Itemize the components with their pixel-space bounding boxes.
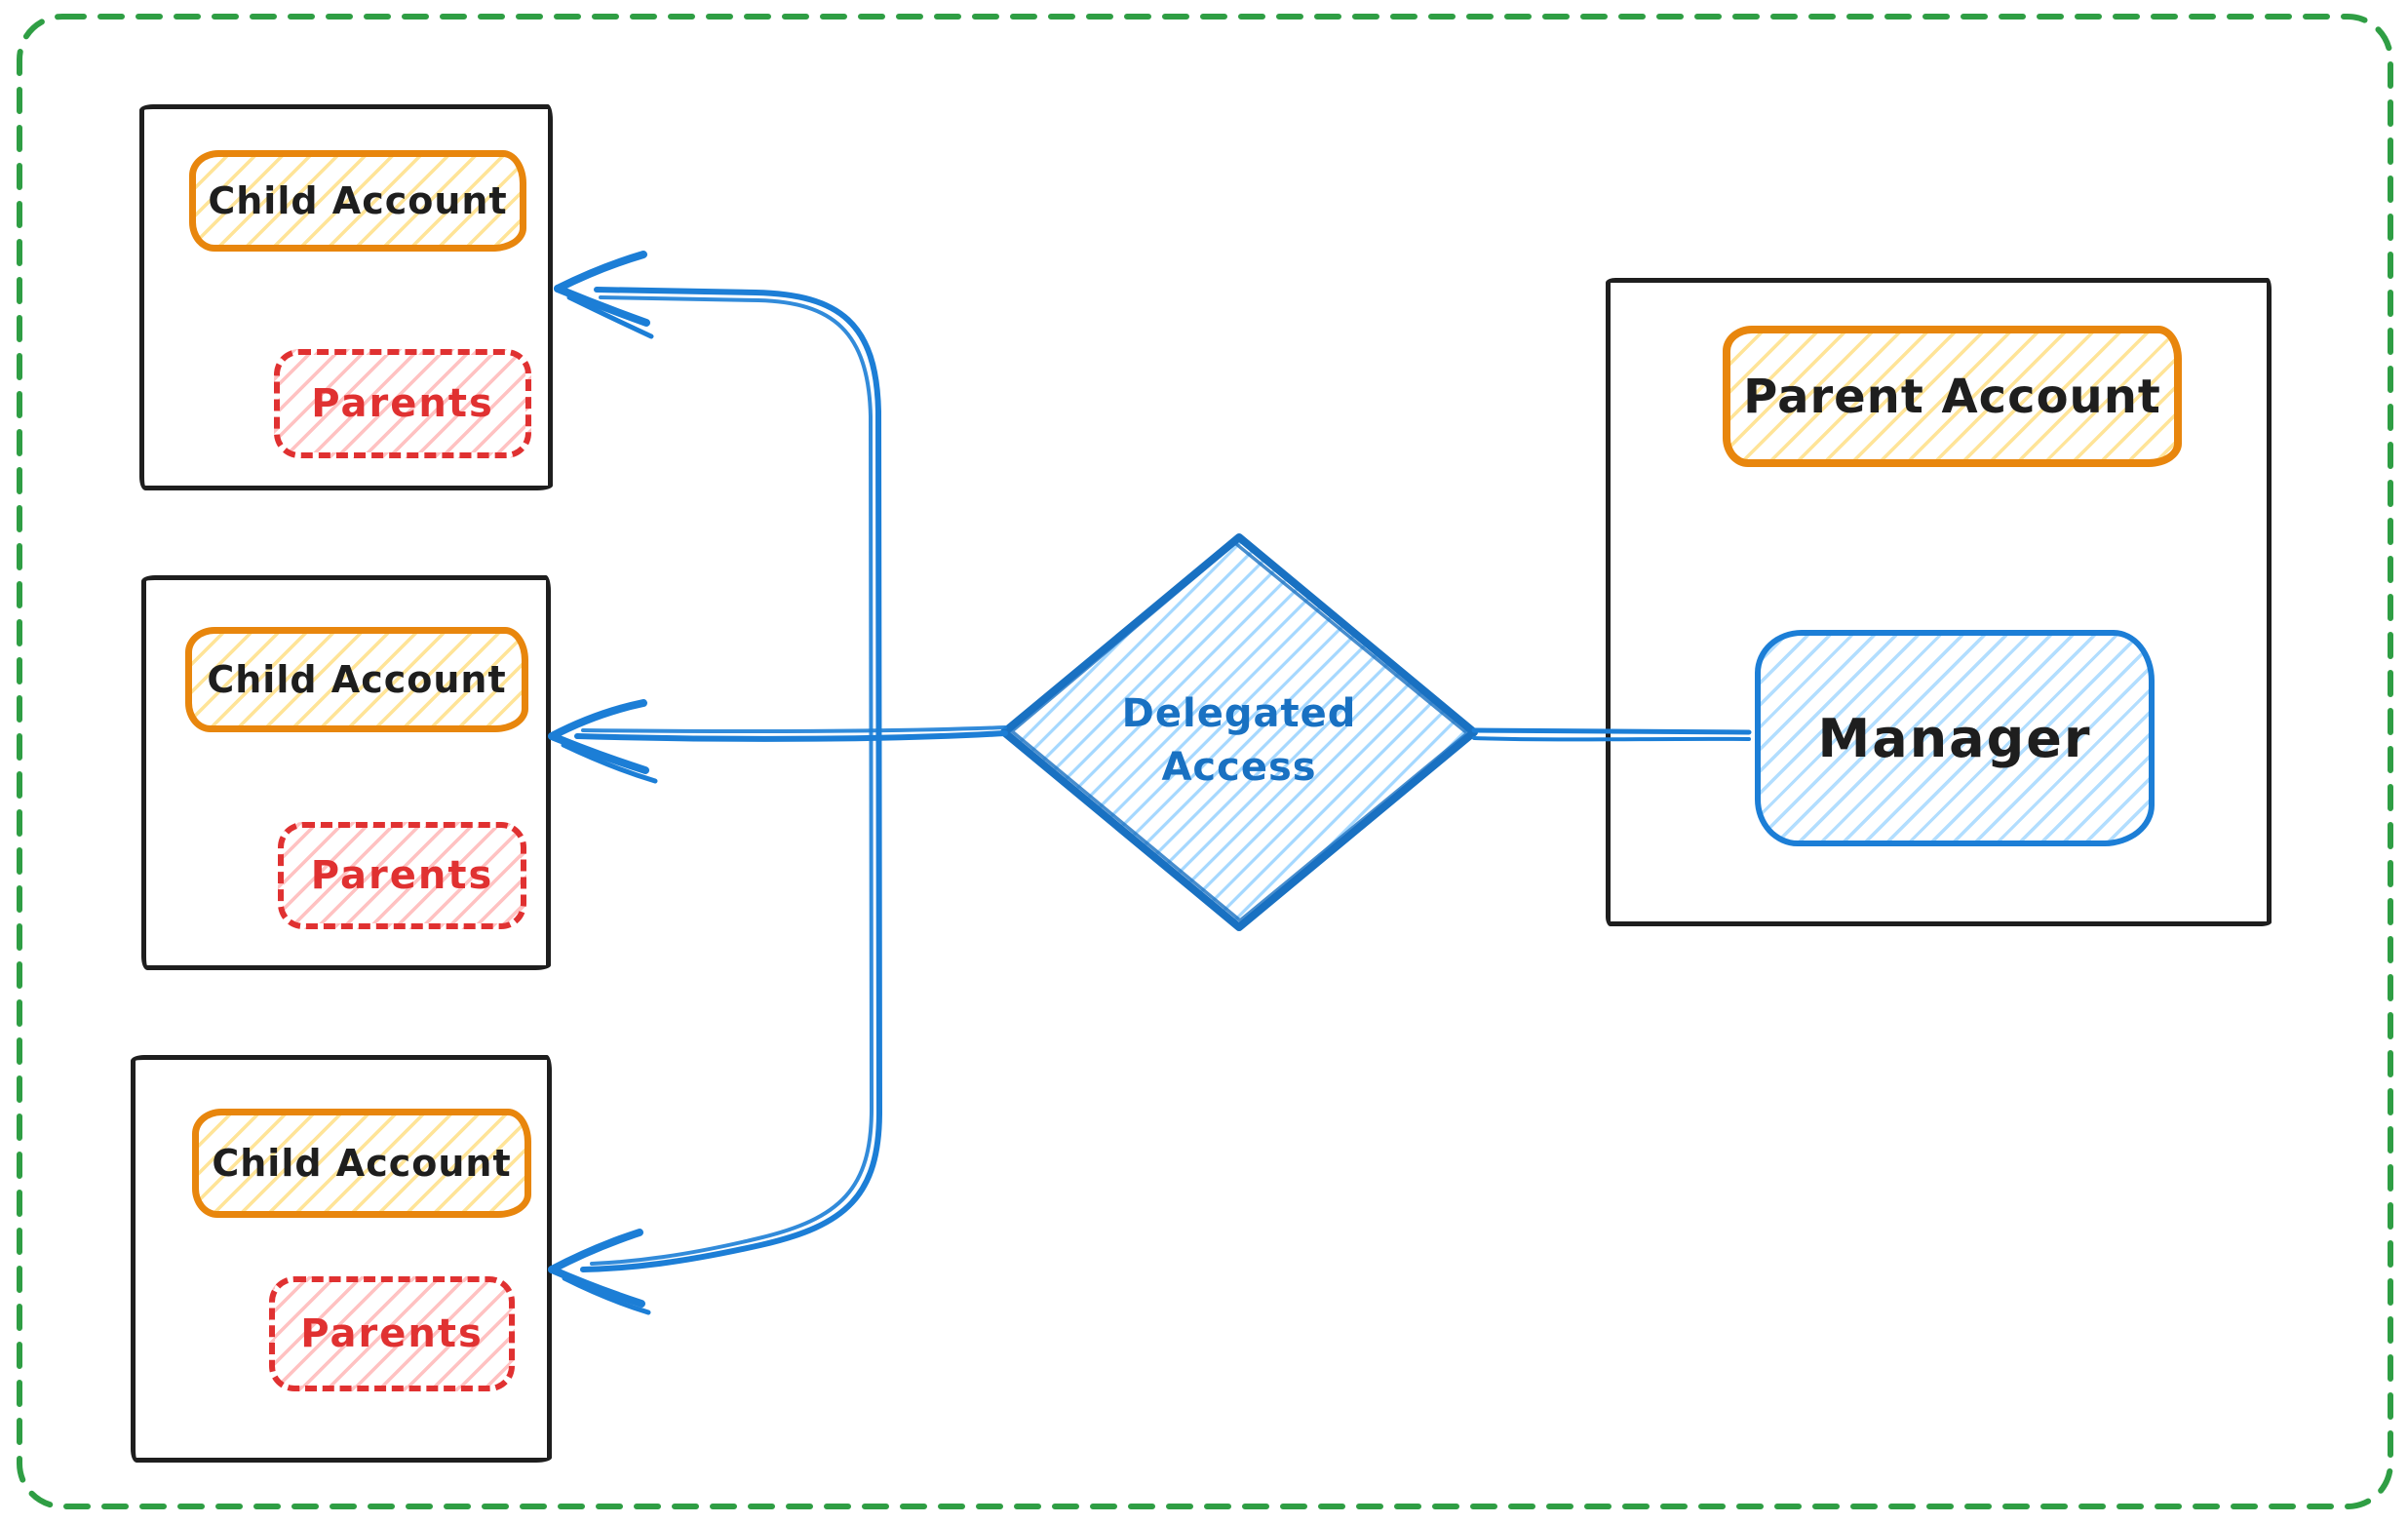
child-account-label-2: Child Account (185, 627, 528, 732)
arrowhead-child-1 (554, 251, 654, 339)
child-account-box-2: Child Account Parents (141, 575, 551, 970)
child-account-title-2: Child Account (207, 658, 507, 701)
arrow-trunk-to-children (580, 287, 883, 1272)
arrowhead-child-3 (548, 1229, 651, 1315)
child-account-label-3: Child Account (192, 1109, 531, 1218)
parents-label-1: Parents (311, 381, 494, 426)
decision-diamond: Delegated Access (1000, 533, 1478, 931)
child-account-title-1: Child Account (208, 179, 508, 222)
arrow-to-child-2 (574, 725, 1008, 742)
parents-box-3: Parents (269, 1276, 515, 1391)
parent-account-title: Parent Account (1743, 369, 2161, 424)
child-account-box-1: Child Account Parents (139, 104, 553, 490)
decision-label-line2: Access (1161, 745, 1316, 790)
parents-label-3: Parents (300, 1311, 484, 1356)
decision-label-line1: Delegated (1122, 691, 1357, 736)
parent-account-box: Parent Account Manager (1606, 278, 2272, 926)
arrowhead-child-2 (548, 699, 658, 784)
child-account-label-1: Child Account (189, 150, 526, 252)
parent-account-label: Parent Account (1723, 326, 2182, 467)
child-account-box-3: Child Account Parents (131, 1055, 552, 1463)
child-account-title-3: Child Account (212, 1142, 512, 1185)
manager-box: Manager (1755, 630, 2155, 846)
parents-box-1: Parents (274, 349, 531, 458)
parents-label-2: Parents (310, 853, 494, 898)
parents-box-2: Parents (278, 822, 526, 929)
manager-label: Manager (1817, 707, 2092, 769)
